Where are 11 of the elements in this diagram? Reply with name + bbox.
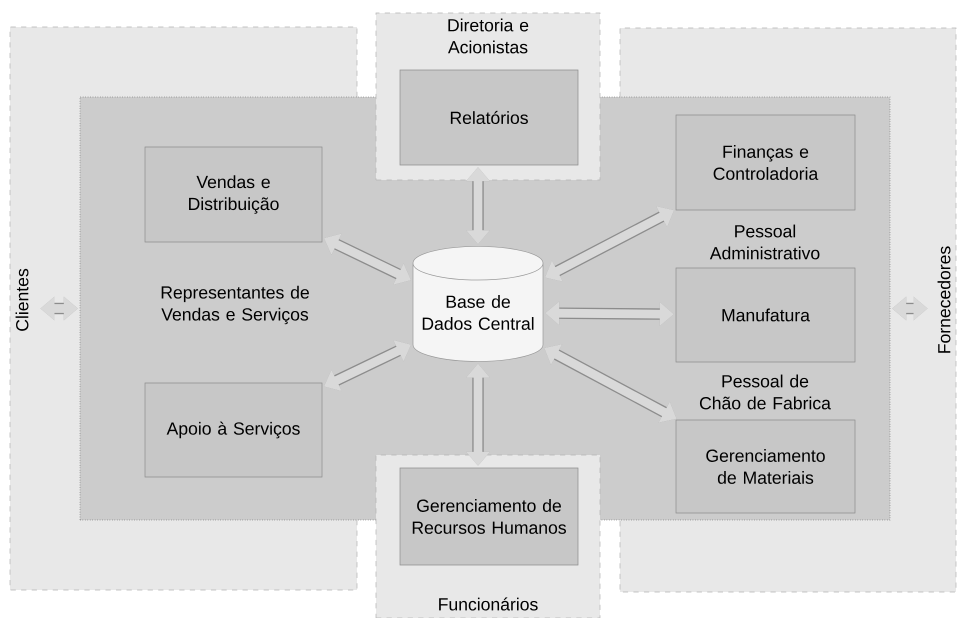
process-box: Gerenciamento de Materiais	[676, 420, 856, 514]
group-label: Pessoal Administrativo	[710, 224, 820, 260]
process-box: Manufatura	[676, 268, 856, 362]
process-box: Vendas e Distribuição	[144, 146, 322, 242]
group-label: Pessoal de Chão de Fabrica	[700, 374, 831, 410]
process-box: Finanças e Controladoria	[676, 114, 856, 210]
process-box: Apoio à Serviços	[144, 382, 322, 478]
database-cylinder: Base de Dados Central	[412, 246, 544, 362]
group-label: Representantes de Vendas e Serviços	[161, 286, 309, 324]
process-box: Relatórios	[400, 70, 578, 166]
process-box: Gerenciamento de Recursos Humanos	[400, 468, 578, 566]
